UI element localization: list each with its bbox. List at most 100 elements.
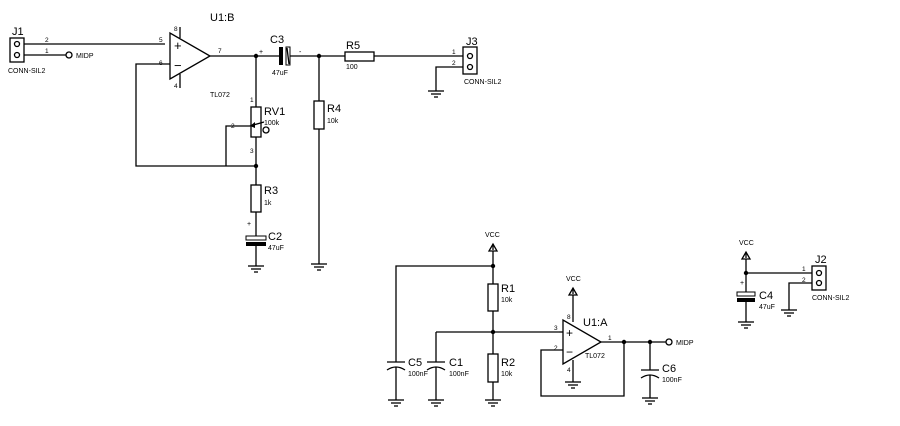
- r3-ref: R3: [264, 185, 278, 197]
- junction-feedback: [253, 163, 259, 169]
- wire-u1b-feedback: [135, 63, 256, 167]
- j1-ref: J1: [12, 26, 24, 38]
- ground-symbol: [428, 90, 444, 98]
- u1b-ref: U1:B: [210, 12, 234, 24]
- midp-terminal-2[interactable]: [665, 338, 673, 346]
- u1a-pin-1: 1: [608, 335, 612, 342]
- c5-ref: C5: [408, 357, 422, 369]
- capacitor-c3[interactable]: C3 47uF + -: [259, 34, 302, 77]
- resistor-r3[interactable]: R3 1k: [250, 184, 278, 213]
- u1b-minus-sign: −: [174, 58, 182, 73]
- vcc-label-3: VCC: [739, 240, 754, 247]
- midp-label-1: MIDP: [76, 53, 94, 60]
- capacitor-c6[interactable]: C6 100nF: [640, 363, 682, 384]
- vcc-label-2: VCC: [566, 276, 581, 283]
- ground-symbol: [388, 399, 404, 407]
- resistor-r5[interactable]: R5 100: [344, 40, 375, 71]
- r1-value: 10k: [501, 297, 513, 304]
- c3-plus: +: [259, 49, 263, 56]
- wire-vcc-to-c5: [395, 265, 493, 357]
- r4-ref: R4: [327, 103, 341, 115]
- r1-ref: R1: [501, 283, 515, 295]
- r2-value: 10k: [501, 371, 513, 378]
- r4-value: 10k: [327, 118, 339, 125]
- j1-value: CONN-SIL2: [8, 68, 45, 75]
- u1a-minus-sign: −: [566, 345, 573, 359]
- rv1-ref: RV1: [264, 106, 285, 118]
- connector-j1[interactable]: J1 CONN-SIL2 2 1: [8, 26, 49, 75]
- j2-ref: J2: [815, 254, 827, 266]
- u1a-pin-8: 8: [567, 314, 571, 321]
- connector-j3[interactable]: J3 CONN-SIL2 1 2: [452, 36, 501, 86]
- u1a-pin-2: 2: [554, 345, 558, 352]
- c3-value: 47uF: [272, 70, 288, 77]
- c6-value: 100nF: [662, 377, 682, 384]
- wire-j2-to-gnd: [788, 282, 812, 310]
- wire-rv1-wiper: [225, 125, 250, 166]
- c4-value: 47uF: [759, 304, 775, 311]
- u1a-plus-sign: +: [566, 326, 573, 340]
- opamp-u1b[interactable]: + − U1:B TL072 5 6 7 8 4: [159, 12, 234, 99]
- ground-symbol: [428, 399, 444, 407]
- c2-ref: C2: [268, 231, 282, 243]
- vcc-symbol: VCC: [739, 240, 754, 260]
- rv1-pin-3: 3: [250, 148, 254, 155]
- capacitor-c5[interactable]: C5 100nF: [386, 357, 428, 378]
- r2-ref: R2: [501, 357, 515, 369]
- j3-pin-2: 2: [452, 60, 456, 67]
- j3-ref: J3: [466, 36, 478, 48]
- wire-u1a-follower-feedback: [540, 342, 625, 397]
- u1b-pin-4: 4: [174, 83, 178, 90]
- rv1-value: 100k: [264, 120, 280, 127]
- ground-symbol: [738, 321, 754, 329]
- c5-value: 100nF: [408, 371, 428, 378]
- u1b-value: TL072: [210, 92, 230, 99]
- u1a-value: TL072: [585, 353, 605, 360]
- c1-ref: C1: [449, 357, 463, 369]
- rv1-pin-1: 1: [250, 97, 254, 104]
- midp-terminal-1[interactable]: [65, 51, 73, 59]
- midp-label-2: MIDP: [676, 340, 694, 347]
- vcc-symbol: VCC: [566, 276, 581, 296]
- c1-value: 100nF: [449, 371, 469, 378]
- j2-value: CONN-SIL2: [812, 295, 849, 302]
- junction-u1a-out: [621, 339, 627, 345]
- capacitor-c4[interactable]: C4 47uF +: [736, 280, 775, 311]
- u1b-pin-8: 8: [174, 26, 178, 33]
- resistor-r1[interactable]: R1 10k: [487, 283, 515, 312]
- c4-ref: C4: [759, 290, 773, 302]
- u1a-ref: U1:A: [583, 317, 608, 329]
- connector-j2[interactable]: J2 CONN-SIL2 1 2: [802, 254, 849, 302]
- ground-symbol: [248, 265, 264, 273]
- u1a-pin-3: 3: [554, 325, 558, 332]
- capacitor-c1[interactable]: C1 100nF: [426, 357, 469, 378]
- vcc-label-1: VCC: [485, 232, 500, 239]
- j2-pin-1: 1: [802, 266, 806, 273]
- ground-symbol: [642, 397, 658, 405]
- r3-value: 1k: [264, 200, 272, 207]
- c2-plus: +: [247, 221, 251, 228]
- u1b-plus-sign: +: [174, 38, 182, 53]
- j3-pin-1: 1: [452, 49, 456, 56]
- potentiometer-rv1[interactable]: RV1 100k 1 2 3: [231, 97, 285, 155]
- ground-symbol: [311, 263, 327, 271]
- ground-symbol: [565, 381, 581, 389]
- r5-value: 100: [346, 64, 358, 71]
- j1-pin-1: 1: [45, 48, 49, 55]
- r5-ref: R5: [346, 40, 360, 52]
- resistor-r2[interactable]: R2 10k: [487, 353, 515, 383]
- wire-j3-to-gnd: [435, 66, 463, 91]
- c4-plus: +: [740, 280, 744, 287]
- vcc-symbol: VCC: [485, 232, 500, 252]
- resistor-r4[interactable]: R4 10k: [313, 100, 341, 130]
- j1-pin-2: 2: [45, 37, 49, 44]
- u1a-pin-4: 4: [567, 367, 571, 374]
- capacitor-c2[interactable]: C2 47uF +: [245, 221, 284, 252]
- c3-minus: -: [299, 49, 302, 56]
- ground-symbol: [781, 309, 797, 317]
- c6-ref: C6: [662, 363, 676, 375]
- u1b-pin-5: 5: [159, 37, 163, 44]
- opamp-u1a[interactable]: + − U1:A TL072 3 2 1 8 4: [554, 314, 612, 374]
- j2-pin-2: 2: [802, 277, 806, 284]
